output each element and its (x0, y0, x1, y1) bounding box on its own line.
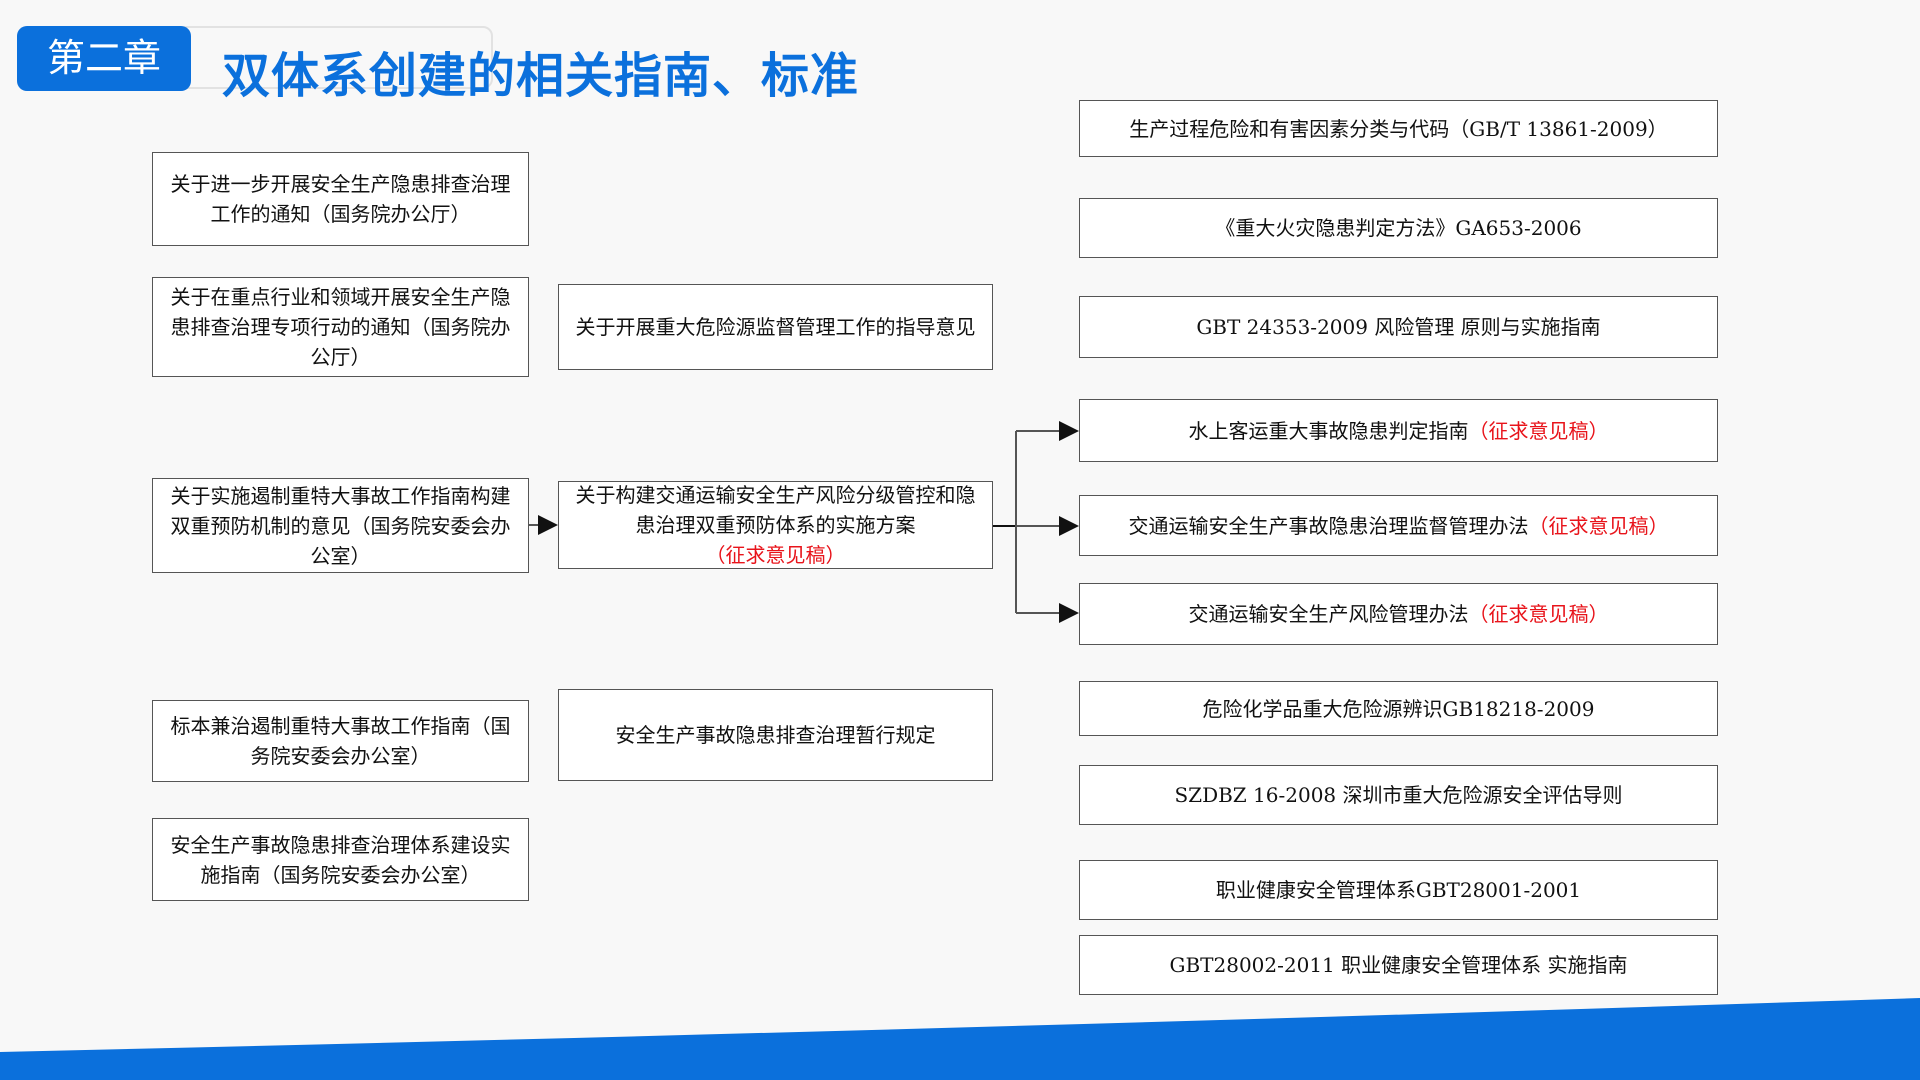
footer-wave (0, 998, 1920, 1080)
box-text: SZDBZ 16-2008 深圳市重大危险源安全评估导则 (1174, 783, 1623, 807)
box-text: 标本兼治遏制重特大事故工作指南（国务院安委会办公室） (170, 714, 511, 768)
left-column-box-4: 标本兼治遏制重特大事故工作指南（国务院安委会办公室） (152, 700, 529, 782)
box-text: 关于实施遏制重特大事故工作指南构建双重预防机制的意见（国务院安委会办公室） (170, 483, 511, 568)
box-text: GBT 24353-2009 风险管理 原则与实施指南 (1196, 315, 1601, 339)
draft-note: （征求意见稿） (705, 543, 846, 567)
page-title: 双体系创建的相关指南、标准 (222, 48, 860, 104)
left-column-box-5: 安全生产事故隐患排查治理体系建设实施指南（国务院安委会办公室） (152, 818, 529, 901)
middle-column-box-2: 关于构建交通运输安全生产风险分级管控和隐患治理双重预防体系的实施方案 （征求意见稿… (558, 481, 993, 569)
right-column-box-9: 职业健康安全管理体系GBT28001-2001 (1079, 860, 1718, 920)
box-text: 关于构建交通运输安全生产风险分级管控和隐患治理双重预防体系的实施方案 (575, 483, 976, 537)
draft-note: （征求意见稿） (1468, 602, 1609, 626)
box-text: 交通运输安全生产事故隐患治理监督管理办法 (1128, 513, 1529, 538)
left-column-box-1: 关于进一步开展安全生产隐患排查治理工作的通知（国务院办公厅） (152, 152, 529, 246)
box-text: GBT28002-2011 职业健康安全管理体系 实施指南 (1169, 953, 1628, 977)
box-text: 安全生产事故隐患排查治理体系建设实施指南（国务院安委会办公室） (170, 832, 511, 887)
right-column-box-6: 交通运输安全生产风险管理办法（征求意见稿） (1079, 583, 1718, 645)
box-text: 安全生产事故隐患排查治理暂行规定 (615, 723, 936, 747)
box-text: 水上客运重大事故隐患判定指南 (1188, 418, 1469, 443)
draft-note: （征求意见稿） (1468, 418, 1609, 443)
middle-column-box-3: 安全生产事故隐患排查治理暂行规定 (558, 689, 993, 781)
right-column-box-10: GBT28002-2011 职业健康安全管理体系 实施指南 (1079, 935, 1718, 995)
box-text: 生产过程危险和有害因素分类与代码（GB/T 13861-2009） (1129, 116, 1668, 141)
right-column-box-7: 危险化学品重大危险源辨识GB18218-2009 (1079, 681, 1718, 736)
box-text: 《重大火灾隐患判定方法》GA653-2006 (1215, 216, 1582, 240)
left-column-box-2: 关于在重点行业和领域开展安全生产隐患排查治理专项行动的通知（国务院办公厅） (152, 277, 529, 377)
left-column-box-3: 关于实施遏制重特大事故工作指南构建双重预防机制的意见（国务院安委会办公室） (152, 478, 529, 573)
box-text: 关于进一步开展安全生产隐患排查治理工作的通知（国务院办公厅） (170, 172, 511, 226)
right-column-box-3: GBT 24353-2009 风险管理 原则与实施指南 (1079, 296, 1718, 358)
right-column-box-4: 水上客运重大事故隐患判定指南（征求意见稿） (1079, 399, 1718, 462)
box-text: 交通运输安全生产风险管理办法 (1188, 602, 1469, 626)
box-text: 职业健康安全管理体系GBT28001-2001 (1215, 878, 1582, 902)
draft-note: （征求意见稿） (1528, 513, 1669, 538)
box-text: 关于开展重大危险源监督管理工作的指导意见 (575, 315, 976, 339)
right-column-box-5: 交通运输安全生产事故隐患治理监督管理办法（征求意见稿） (1079, 495, 1718, 556)
box-text: 关于在重点行业和领域开展安全生产隐患排查治理专项行动的通知（国务院办公厅） (170, 285, 511, 369)
middle-column-box-1: 关于开展重大危险源监督管理工作的指导意见 (558, 284, 993, 370)
right-column-box-8: SZDBZ 16-2008 深圳市重大危险源安全评估导则 (1079, 765, 1718, 825)
box-text: 危险化学品重大危险源辨识GB18218-2009 (1202, 696, 1595, 721)
right-column-box-2: 《重大火灾隐患判定方法》GA653-2006 (1079, 198, 1718, 258)
right-column-box-1: 生产过程危险和有害因素分类与代码（GB/T 13861-2009） (1079, 100, 1718, 157)
chapter-badge: 第二章 (17, 26, 191, 91)
